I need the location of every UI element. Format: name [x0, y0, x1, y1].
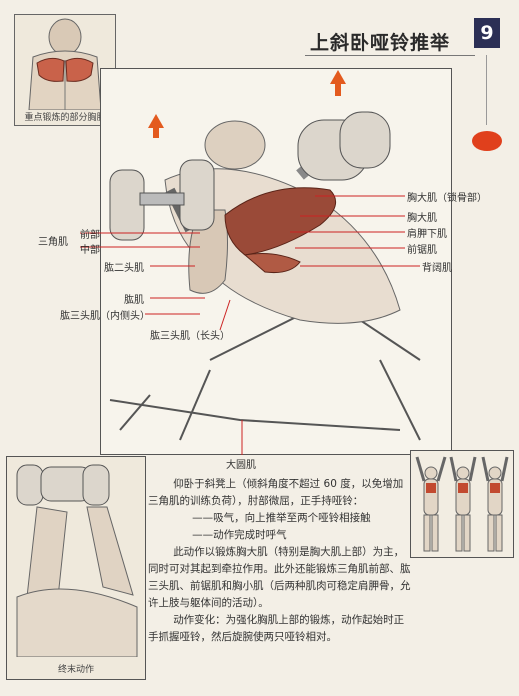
description-paragraph: 此动作以锻炼胸大肌（特别是胸大肌上部）为主，同时可对其起到牵拉作用。此外还能锻炼… — [148, 546, 411, 609]
thumbnail-caption: 终末动作 — [57, 665, 94, 675]
torso-illustration — [28, 18, 102, 111]
description-step: ——动作完成时呼气 — [192, 529, 287, 541]
label-subscapularis: 肩胛下肌 — [407, 229, 447, 240]
up-arrow-icon — [148, 114, 164, 138]
anatomy-figures-thumbnail — [410, 450, 514, 558]
thumbnail-caption: 重点锻炼的部分胸肌 — [24, 113, 106, 123]
end-position-thumbnail: 终末动作 — [6, 456, 146, 680]
description-paragraph: 仰卧于斜凳上（倾斜角度不超过 60 度，以免增加三角肌的训练负荷），肘部微屈，正… — [148, 478, 404, 507]
label-biceps: 肱二头肌 — [104, 263, 144, 274]
divider — [486, 55, 487, 125]
label-deltoid-middle: 中部 — [80, 245, 100, 256]
page-title: 上斜卧哑铃推举 — [310, 32, 451, 54]
anatomy-figures — [415, 456, 509, 552]
bench-press-illustration — [80, 70, 421, 455]
label-triceps-medial: 肱三头肌（内侧头） — [60, 311, 150, 322]
target-muscle-thumbnail: 重点锻炼的部分胸肌 — [14, 14, 116, 126]
label-deltoid-front: 前部 — [80, 230, 100, 241]
description-variation: 动作变化：为强化胸肌上部的锻炼，动作起始时正手抓握哑铃，然后旋腕使两只哑铃相对。 — [148, 614, 405, 643]
description-step: ——吸气，向上推举至两个哑铃相接触 — [192, 512, 371, 524]
label-latissimus: 背阔肌 — [422, 263, 452, 274]
up-arrow-icon — [330, 70, 346, 96]
red-oval-icon — [472, 131, 502, 151]
label-teres-major: 大圆肌 — [226, 460, 256, 471]
end-position-illustration — [16, 464, 138, 658]
description-text: 仰卧于斜凳上（倾斜角度不超过 60 度，以免增加三角肌的训练负荷），肘部微屈，正… — [148, 476, 413, 646]
dumbbell-left — [109, 159, 215, 241]
label-serratus: 前锯肌 — [407, 245, 437, 256]
title-underline — [305, 55, 475, 56]
label-pec-major-clavicular: 胸大肌（锁骨部） — [407, 193, 487, 204]
label-pec-major: 胸大肌 — [407, 213, 437, 224]
label-triceps-long: 肱三头肌（长头） — [150, 331, 230, 342]
label-deltoid: 三角肌 — [38, 237, 68, 248]
dumbbell-right — [297, 111, 391, 181]
page-number-badge: 9 — [474, 18, 500, 48]
label-brachialis: 肱肌 — [124, 295, 144, 306]
